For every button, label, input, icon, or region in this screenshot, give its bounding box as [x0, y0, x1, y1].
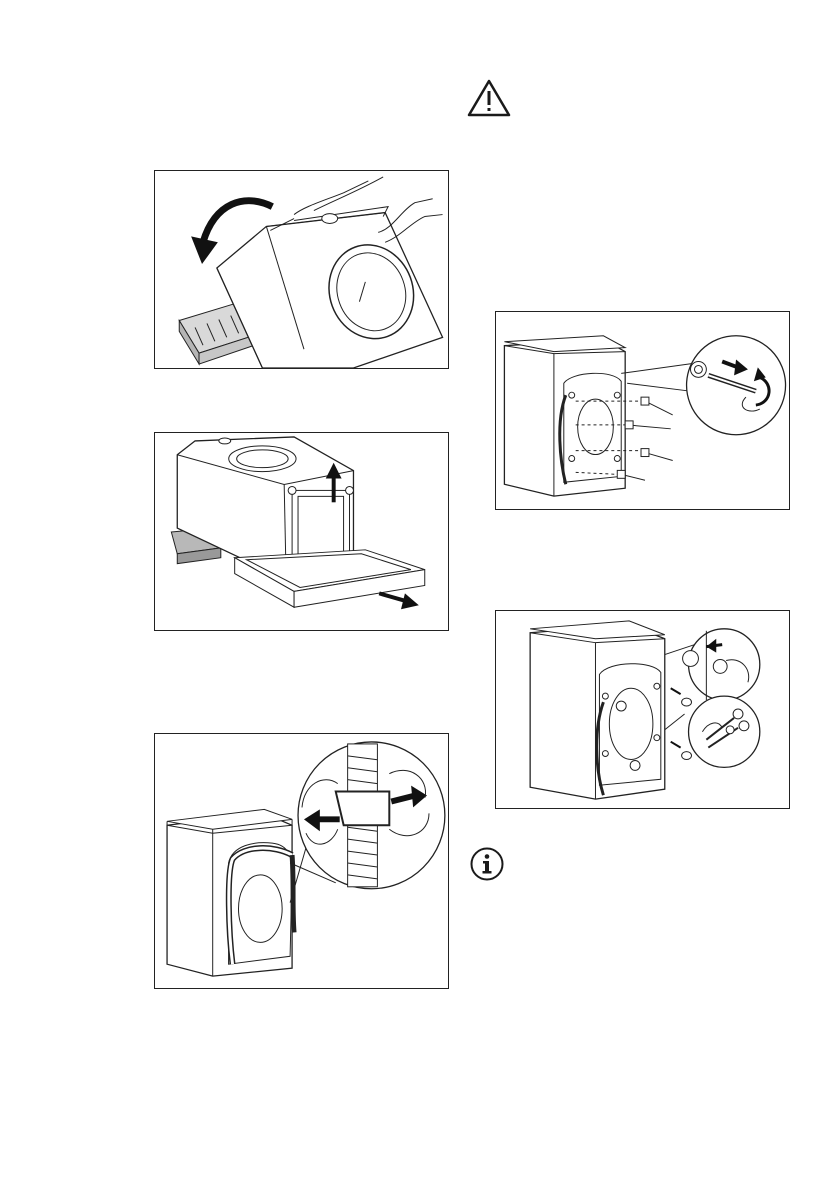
- figure-release-hose: [154, 733, 449, 989]
- figure-insert-caps: [495, 610, 790, 809]
- figure-remove-base: [154, 432, 449, 631]
- warning-triangle-icon: [467, 79, 511, 117]
- figure-remove-bolts: [495, 311, 790, 510]
- figure-tilt-machine: [154, 170, 449, 369]
- info-circle-icon: [470, 847, 504, 881]
